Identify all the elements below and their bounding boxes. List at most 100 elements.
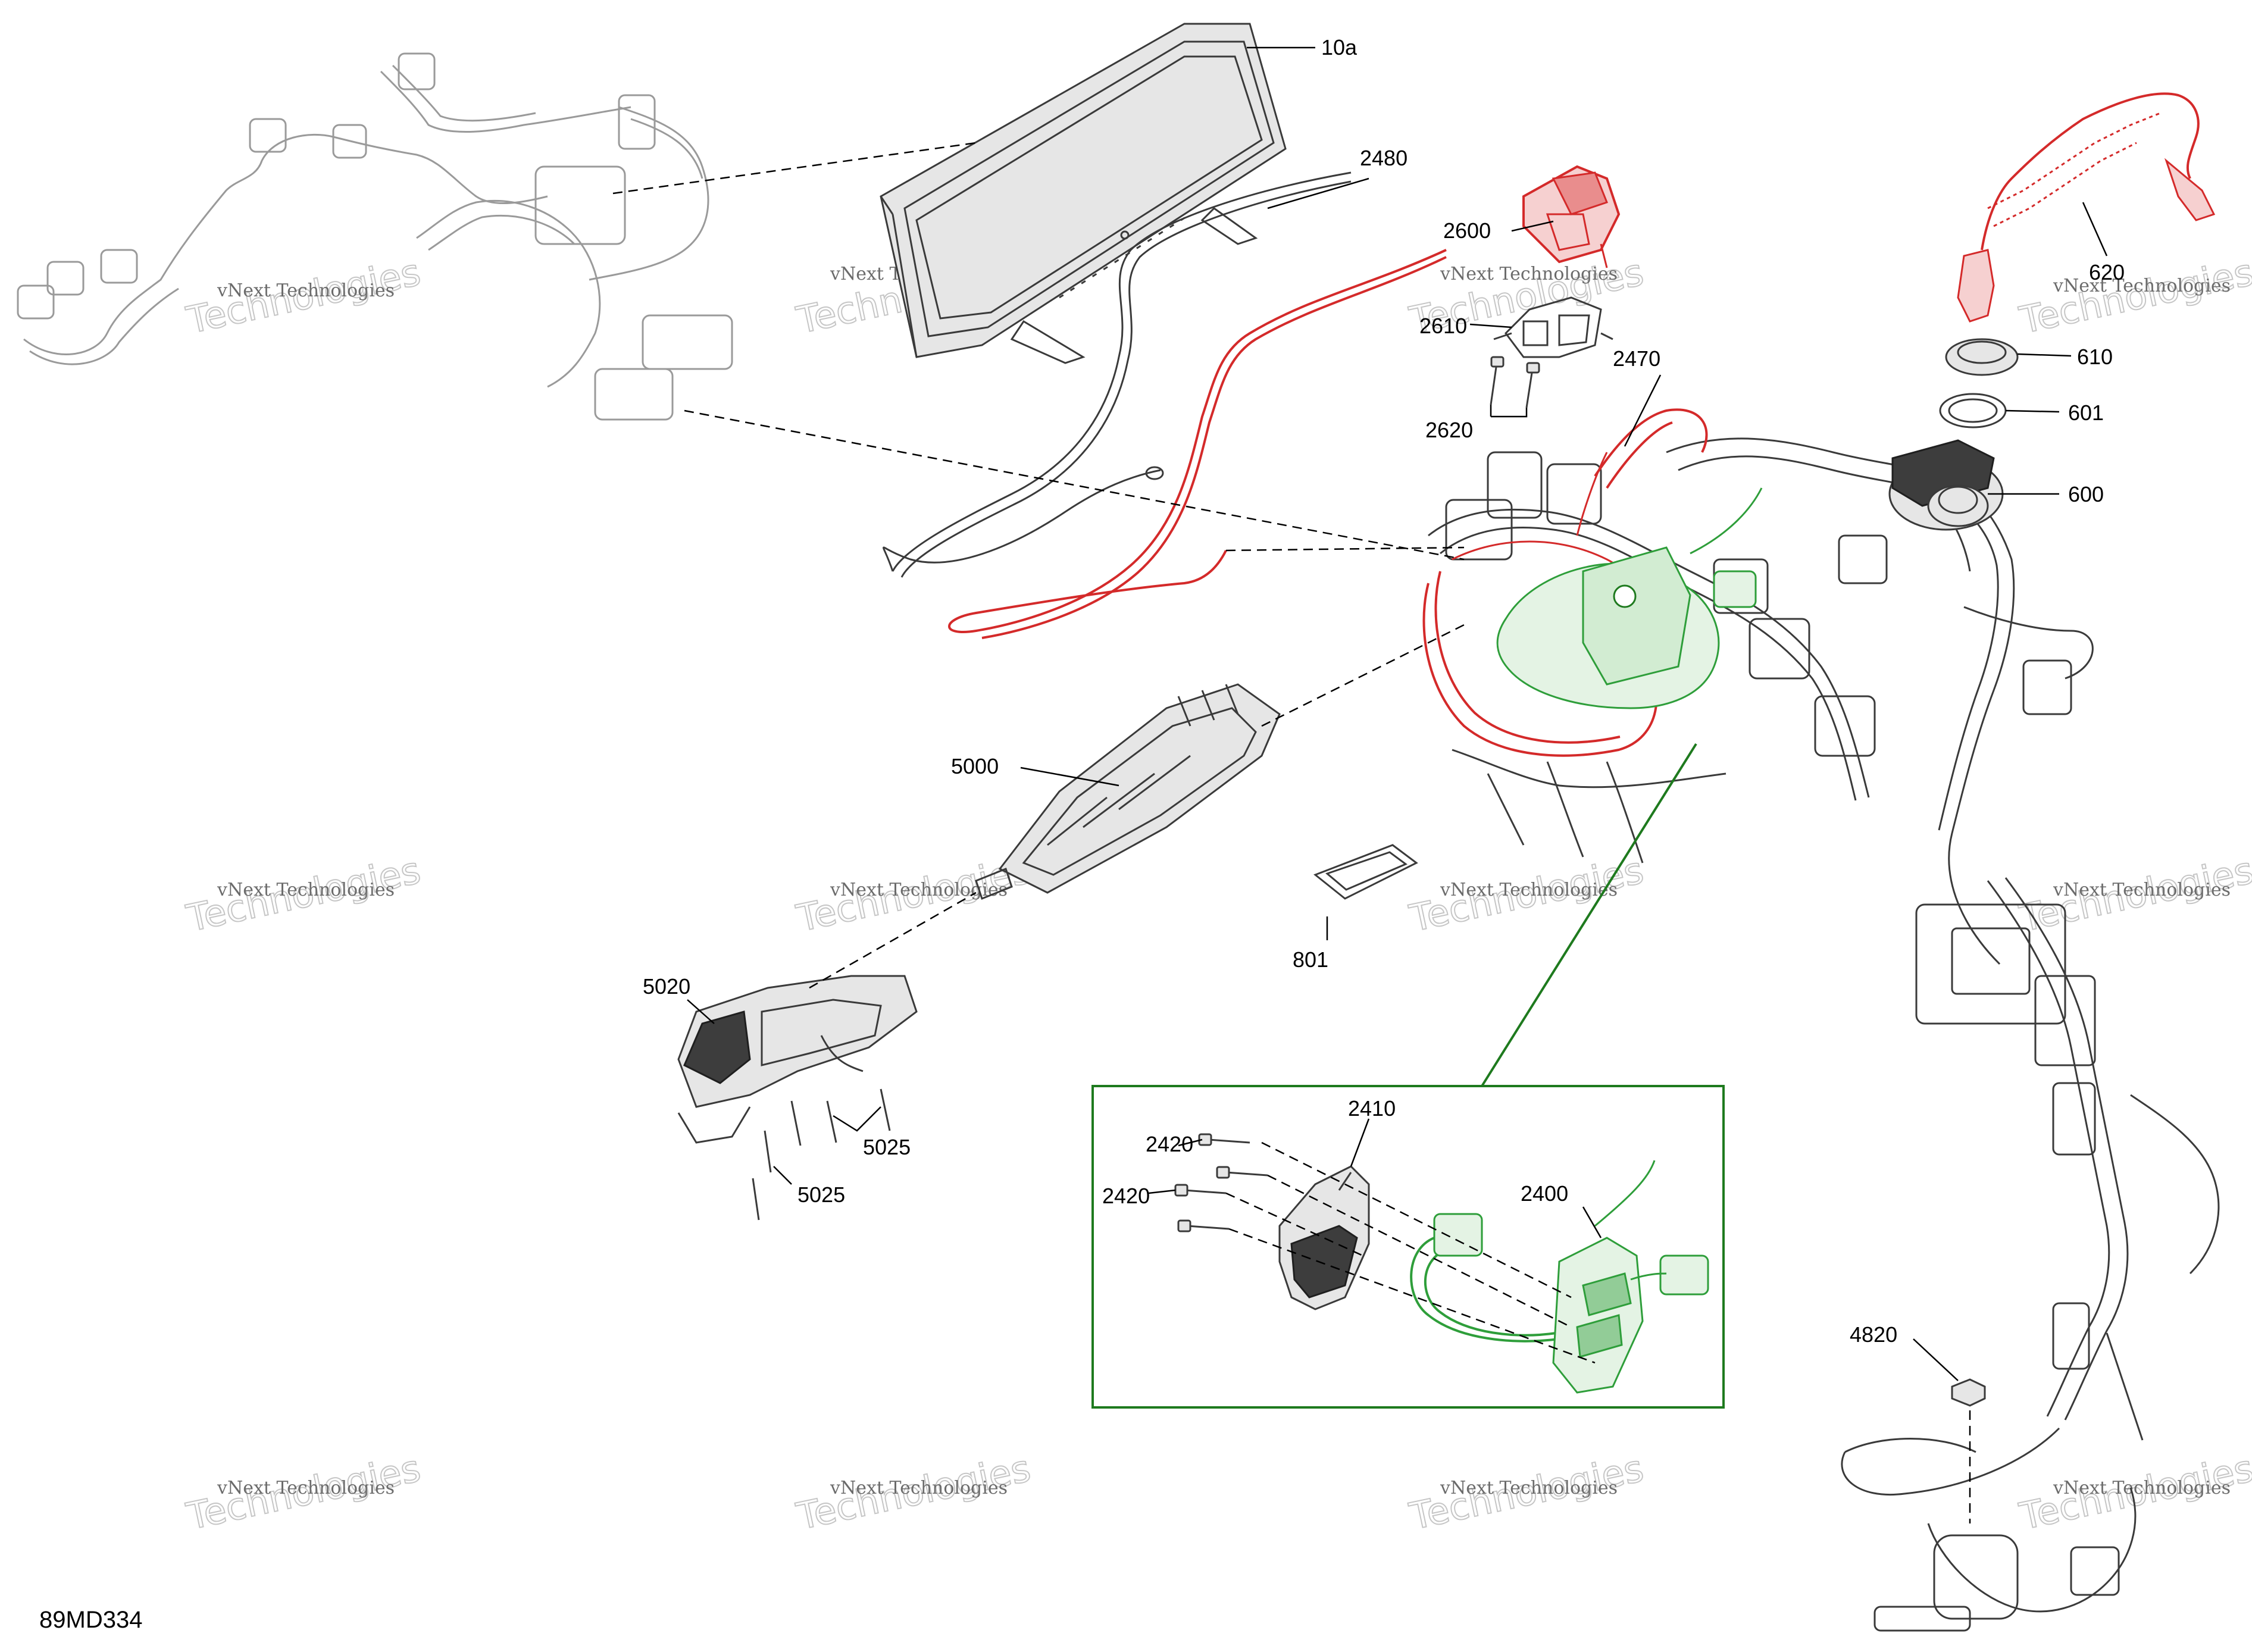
part-label-2420: 2420	[1146, 1132, 1193, 1156]
solenoid-base	[1873, 1606, 1971, 1632]
key-switch-600[interactable]	[1888, 439, 2004, 531]
part-label-600: 600	[2068, 482, 2104, 506]
switch-housing-2410[interactable]	[1278, 1165, 1370, 1310]
watermark: Technologies vNext Technologies	[2015, 1446, 2252, 1538]
part-label-801: 801	[1293, 947, 1328, 972]
watermark: Technologies vNext Technologies	[1405, 1446, 1648, 1538]
watermark-text: vNext Technologies	[1440, 1478, 1618, 1498]
watermark-layer: Technologies vNext Technologies Technolo…	[182, 249, 2252, 1538]
harness-connector	[398, 52, 436, 90]
assembly-line	[809, 891, 977, 989]
part-label-10a: 10a	[1321, 35, 1358, 60]
harness-connector	[1445, 499, 1513, 561]
harness-connector	[100, 249, 138, 284]
assembly-line	[684, 409, 1465, 561]
harness-connector	[534, 165, 626, 245]
assembly-line	[1261, 624, 1465, 727]
detail-box-frame	[1091, 1085, 1725, 1409]
switch-2400[interactable]	[1410, 1160, 1709, 1394]
assembly-line	[1267, 1174, 1572, 1328]
watermark: Technologies vNext Technologies	[2015, 249, 2252, 342]
harness-connector	[249, 118, 287, 153]
secondary-wiring-harness[interactable]	[17, 52, 733, 421]
part-label-4820: 4820	[1850, 1322, 1897, 1347]
part-label-2420: 2420	[1102, 1184, 1150, 1208]
gauge-cluster-10a[interactable]	[880, 23, 1287, 364]
part-label-5000: 5000	[951, 754, 999, 778]
harness-connector	[2034, 975, 2096, 1066]
bracket-2610[interactable]	[1493, 296, 1613, 358]
part-label-5025: 5025	[797, 1182, 845, 1207]
detail-callout-line	[1481, 743, 1697, 1087]
harness-connector	[2052, 1302, 2090, 1370]
watermark: Technologies vNext Technologies	[2015, 847, 2252, 940]
harness-connector	[2022, 659, 2072, 715]
part-label-601: 601	[2068, 401, 2104, 425]
green-switch-on-harness[interactable]	[1496, 487, 1763, 709]
part-label-2470: 2470	[1613, 346, 1660, 371]
watermark-text: vNext Technologies	[2053, 276, 2231, 296]
harness-connector	[1749, 618, 1810, 680]
harness-connector	[1838, 534, 1888, 584]
harness-connector	[642, 314, 733, 370]
harness-connector	[594, 368, 674, 421]
leader-lines	[687, 46, 2108, 1381]
part-label-5025: 5025	[863, 1135, 911, 1159]
watermark: Technologies vNext Technologies	[182, 847, 425, 940]
main-wiring-harness[interactable]	[1428, 437, 2220, 1632]
watermark: Technologies vNext Technologies	[792, 847, 1035, 940]
bracket-5020[interactable]	[677, 975, 918, 1144]
part-label-2400: 2400	[1521, 1181, 1568, 1206]
harness-connector	[2070, 1546, 2120, 1596]
watermark: Technologies vNext Technologies	[182, 1446, 425, 1538]
tether-cord-620[interactable]	[1957, 92, 2216, 323]
cap-610[interactable]	[1945, 338, 2019, 376]
watermark: Technologies vNext Technologies	[1405, 847, 1648, 940]
harness-connector	[46, 261, 85, 296]
nut-4820[interactable]	[1951, 1378, 1986, 1523]
watermark-text: vNext Technologies	[2053, 1478, 2231, 1498]
part-labels: 10a 2480 2600 2610 2620 2470 620 610 601…	[643, 35, 2125, 1347]
red-cable[interactable]	[948, 249, 1447, 639]
watermark-text: vNext Technologies	[217, 880, 395, 900]
part-label-2610: 2610	[1419, 314, 1467, 338]
watermark-text: vNext Technologies	[217, 1478, 395, 1498]
diagram-code: 89MD334	[39, 1607, 142, 1633]
assembly-line	[1228, 1228, 1596, 1364]
part-label-2410: 2410	[1348, 1096, 1396, 1121]
harness-connector	[618, 94, 656, 150]
relay-box	[1915, 903, 2066, 1025]
harness-connector	[1814, 695, 1876, 757]
watermark-text: vNext Technologies	[2053, 880, 2231, 900]
part-label-2620: 2620	[1425, 418, 1473, 442]
harness-connector	[332, 124, 367, 159]
part-label-5020: 5020	[643, 974, 690, 999]
watermark-text: vNext Technologies	[1440, 264, 1618, 284]
assembly-line	[1225, 1192, 1363, 1257]
seal-601[interactable]	[1939, 393, 2007, 428]
assembly-line	[1225, 546, 1465, 552]
relay-box-inner	[1951, 927, 2031, 995]
gasket-801[interactable]	[1313, 844, 1418, 900]
watermark-text: vNext Technologies	[1440, 880, 1618, 900]
part-label-2480: 2480	[1360, 146, 1408, 170]
harness-connector	[17, 284, 55, 320]
watermark-text: vNext Technologies	[830, 880, 1008, 900]
harness-connector	[1546, 463, 1602, 525]
assembly-line	[1261, 1141, 1572, 1299]
harness-connector	[2052, 1082, 2096, 1156]
screws-5025[interactable]	[752, 1088, 891, 1221]
part-label-620: 620	[2089, 260, 2125, 284]
assembly-lines	[612, 142, 1596, 1364]
part-label-2600: 2600	[1443, 218, 1491, 243]
connector-2600[interactable]	[1522, 165, 1621, 268]
screws-2620[interactable]	[1490, 356, 1540, 408]
part-label-610: 610	[2077, 345, 2113, 369]
harness-connector	[1487, 451, 1543, 519]
module-5000[interactable]	[975, 683, 1281, 900]
watermark: Technologies vNext Technologies	[792, 1446, 1035, 1538]
watermark-text: vNext Technologies	[830, 1478, 1008, 1498]
cable-2480[interactable]	[883, 171, 1352, 578]
detail-box	[1091, 743, 1725, 1409]
